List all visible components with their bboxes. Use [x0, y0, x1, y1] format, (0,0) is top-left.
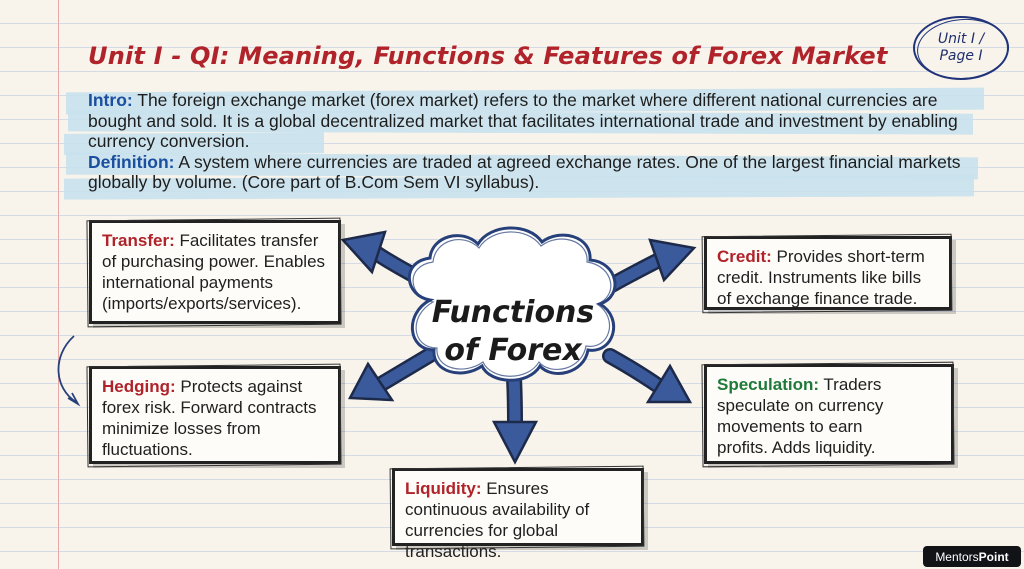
credit-label: Credit: [717, 247, 772, 266]
center-line2: of Forex [444, 333, 583, 368]
unit-page-badge: Unit I / Page I [913, 16, 1009, 80]
hedging-label: Hedging: [102, 377, 176, 396]
function-box-transfer: Transfer: Facilitates transfer of purcha… [89, 220, 341, 324]
credit-text: Provides short-term credit. Instruments … [717, 247, 925, 308]
function-box-liquidity: Liquidity: Ensures continuous availabili… [392, 468, 644, 561]
hedging-text: Protects against forex risk. Forward con… [102, 377, 317, 459]
page-title: Unit I - QI: Meaning, Functions & Featur… [88, 42, 888, 70]
center-line1: Functions [432, 295, 595, 330]
intro-paragraph: Intro: The foreign exchange market (fore… [88, 90, 988, 152]
transfer-text: Facilitates transfer of purchasing power… [102, 231, 326, 313]
arrow-to-speculation [602, 348, 693, 404]
definition-label: Definition: [88, 151, 175, 172]
intro-label: Intro: [88, 90, 133, 110]
arrow-to-hedging [347, 347, 438, 402]
function-box-credit: Credit: Provides short-term credit. Inst… [704, 236, 952, 310]
brand-part2: Point [978, 549, 1009, 564]
brand-part1: Mentors [935, 549, 979, 564]
arrow-to-liquidity [491, 370, 539, 465]
intro-text: The foreign exchange market (forex marke… [88, 90, 958, 151]
function-box-hedging: Hedging: Protects against forex risk. Fo… [89, 366, 341, 464]
badge-page: Page I [939, 48, 983, 64]
badge-unit: Unit I / [937, 31, 985, 47]
curved-arrow-icon [57, 335, 81, 407]
definition-paragraph: Definition: A system where currencies ar… [88, 152, 988, 193]
speculation-label: Speculation: [717, 375, 820, 394]
cloud-shape [407, 226, 617, 382]
liquidity-label: Liquidity: [405, 479, 482, 498]
liquidity-text: Ensures continuous availability of curre… [405, 479, 590, 561]
definition-text: A system where currencies are traded at … [88, 151, 961, 193]
intro-section: Intro: The foreign exchange market (fore… [88, 90, 988, 193]
speculation-text: Traders speculate on currency movements … [717, 375, 884, 457]
transfer-label: Transfer: [102, 231, 175, 250]
function-box-speculation: Speculation: Traders speculate on curren… [704, 364, 954, 464]
arrow-to-credit [602, 238, 697, 294]
